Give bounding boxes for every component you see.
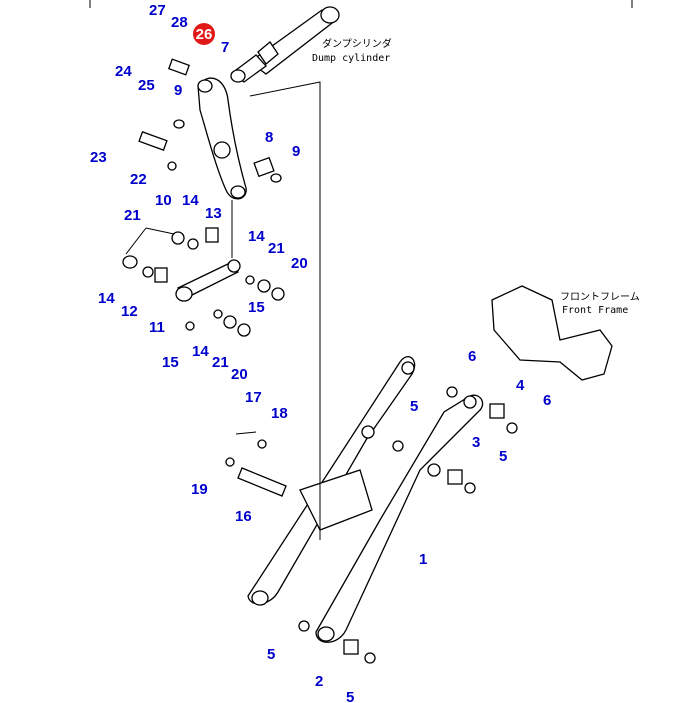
dump-cylinder-caption-jp: ダンプシリンダ bbox=[322, 37, 392, 50]
dump-cylinder-caption-en: Dump cylinder bbox=[312, 53, 390, 64]
front-frame-caption-en: Front Frame bbox=[562, 305, 628, 316]
callout-label: 12 bbox=[121, 303, 138, 320]
callout-label: 17 bbox=[245, 389, 262, 406]
callout-label: 20 bbox=[291, 255, 308, 272]
callout-label: 25 bbox=[138, 77, 155, 94]
callout-label: 27 bbox=[149, 2, 166, 19]
callout-label: 16 bbox=[235, 508, 252, 525]
small-parts bbox=[122, 58, 287, 497]
callout-label: 6 bbox=[543, 392, 551, 409]
callout-label: 7 bbox=[221, 39, 229, 56]
callout-label: 4 bbox=[516, 377, 525, 394]
callout-label: 28 bbox=[171, 14, 188, 31]
callout-label: 3 bbox=[472, 434, 480, 451]
callout-label: 22 bbox=[130, 171, 147, 188]
callout-label: 6 bbox=[468, 348, 476, 365]
callout-label: 5 bbox=[410, 398, 418, 415]
callout-label: 13 bbox=[205, 205, 222, 222]
front-frame-caption-jp: フロントフレーム bbox=[560, 291, 640, 303]
callout-label: 5 bbox=[499, 448, 507, 465]
callout-label: 11 bbox=[149, 319, 165, 336]
callout-label: 9 bbox=[292, 143, 300, 160]
callouts: 27 28 7 24 25 9 8 9 23 22 10 21 14 13 14… bbox=[90, 2, 551, 703]
callout-label: 9 bbox=[174, 82, 182, 99]
highlight-label: 26 bbox=[196, 26, 213, 43]
callout-label: 23 bbox=[90, 149, 107, 166]
callout-label: 20 bbox=[231, 366, 248, 383]
callout-label: 18 bbox=[271, 405, 288, 422]
callout-label: 14 bbox=[192, 343, 209, 360]
callout-label: 2 bbox=[315, 673, 323, 690]
front-frame bbox=[491, 285, 613, 381]
callout-label: 21 bbox=[124, 207, 141, 224]
leader-lines bbox=[125, 81, 321, 540]
callout-label: 10 bbox=[155, 192, 172, 209]
callout-label: 14 bbox=[98, 290, 115, 307]
callout-label: 19 bbox=[191, 481, 208, 498]
callout-label: 15 bbox=[248, 299, 265, 316]
callout-label: 5 bbox=[267, 646, 275, 663]
dump-cylinder bbox=[230, 6, 340, 83]
callout-label: 14 bbox=[248, 228, 265, 245]
lift-arm bbox=[247, 356, 518, 664]
dump-lever bbox=[197, 77, 247, 200]
callout-label: 14 bbox=[182, 192, 199, 209]
highlight-marker bbox=[193, 23, 215, 45]
callout-label: 24 bbox=[115, 63, 132, 80]
callout-label: 21 bbox=[268, 240, 285, 257]
callout-label: 1 bbox=[419, 551, 427, 568]
callout-label: 5 bbox=[346, 689, 354, 703]
callout-label: 15 bbox=[162, 354, 179, 371]
callout-label: 8 bbox=[265, 129, 273, 146]
callout-label: 21 bbox=[212, 354, 229, 371]
